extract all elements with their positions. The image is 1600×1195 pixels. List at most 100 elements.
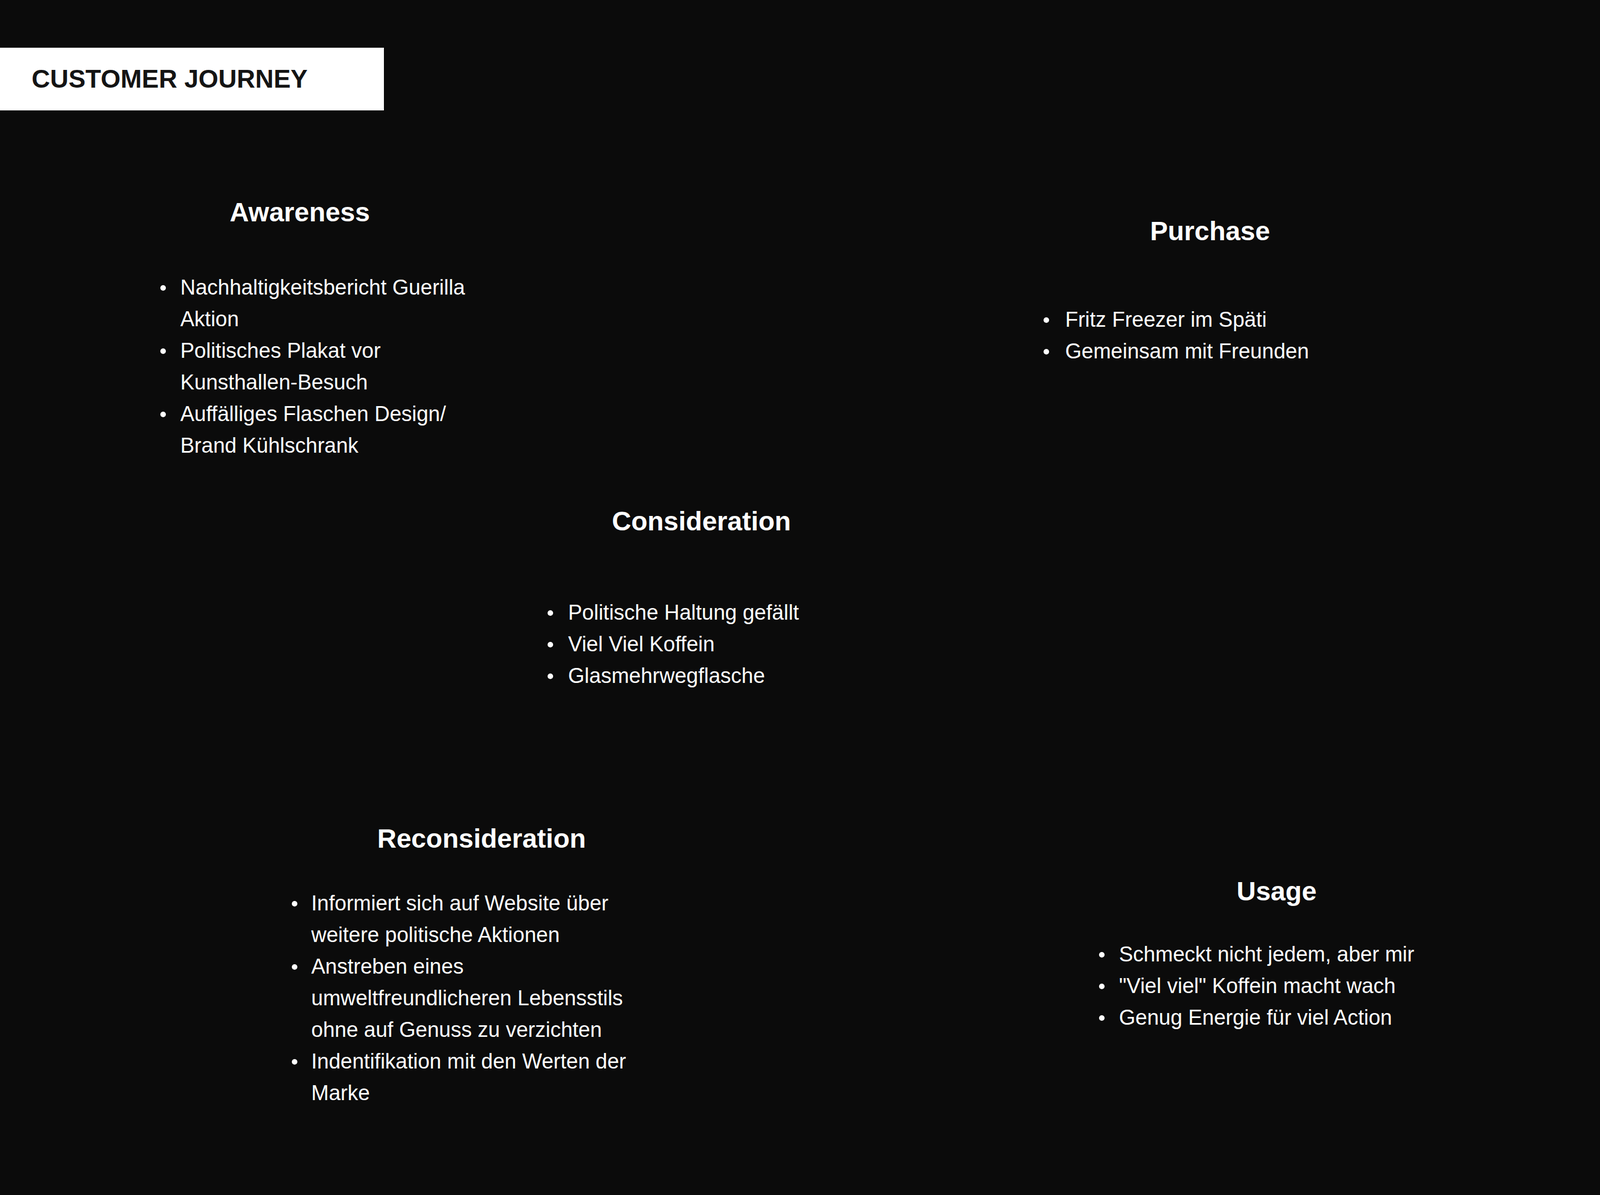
- dollar-sign: [1384, 226, 1408, 267]
- photo-shape: [1100, 227, 1106, 254]
- photo-shape: [1046, 181, 1052, 209]
- photo-shape: [63, 697, 148, 795]
- stage-box: AwarenessNachhaltigkeitsbericht Guerilla…: [137, 244, 485, 482]
- photo-shape: [1038, 172, 1041, 182]
- peace-lines: [96, 721, 139, 783]
- photo-shape: [1038, 127, 1041, 136]
- bullet-dot: [1099, 983, 1105, 990]
- photo-shape: [1084, 127, 1087, 136]
- photo-shape: [101, 784, 133, 816]
- bullet-text: Schmeckt nicht jedem, aber mir: [1119, 938, 1452, 971]
- photo-shape: [1013, 52, 1107, 79]
- bullet-item: Politische Haltung gefällt: [547, 596, 846, 629]
- photo-shape: [634, 282, 660, 309]
- photo-shape: [909, 513, 921, 519]
- peace-sign: [150, 780, 204, 833]
- photo-shape: [583, 193, 666, 219]
- photo-shape: [411, 284, 687, 405]
- photo-shape: [1102, 172, 1105, 182]
- photo-shape: [1036, 181, 1042, 209]
- photo-shape: [617, 231, 643, 293]
- photo-shape: [84, 812, 138, 909]
- photo-shape: [1036, 136, 1042, 163]
- photo-shape: [1082, 227, 1088, 254]
- bullet-item: Indentifikation mit den Werten der Marke: [291, 1045, 645, 1110]
- play-ring: [1442, 1036, 1526, 1120]
- photo-shape: [1055, 227, 1061, 254]
- photo-shape: [1055, 136, 1061, 163]
- bullet-dot: [291, 900, 298, 907]
- photo-shape: [1028, 136, 1034, 163]
- photo-shape: [1100, 136, 1106, 163]
- photo-shape: [868, 45, 1128, 306]
- photo-content: [63, 697, 305, 945]
- photo-shape: [1013, 252, 1107, 256]
- dotted-connector: [1277, 336, 1492, 859]
- peace-ring: [87, 721, 148, 783]
- question-dot: [525, 538, 532, 545]
- photo-shape: [466, 245, 632, 292]
- photo-circle: [63, 697, 305, 945]
- photo-shape: [1092, 82, 1096, 91]
- photo-shape: [1055, 90, 1061, 118]
- photo-shape: [893, 476, 955, 556]
- bullet-text: Nachhaltigkeitsbericht Guerilla Aktion: [180, 271, 469, 336]
- stage-icon: [619, 1030, 738, 1149]
- photo-shape: [1018, 136, 1024, 163]
- photo-dashed-border: [411, 129, 687, 405]
- photo-shape: [1047, 172, 1050, 182]
- photo-shape: [1091, 90, 1097, 118]
- photo-shape: [1082, 181, 1088, 209]
- icon-arrowhead: [1350, 250, 1375, 273]
- photo-shape: [1018, 90, 1024, 118]
- bullet-item: Genug Energie für viel Action: [1099, 1001, 1452, 1034]
- photo-shape: [525, 318, 545, 338]
- icon-disc: [480, 480, 577, 577]
- stage-box: UsageSchmeckt nicht jedem, aber mir"Viel…: [1066, 923, 1487, 1063]
- bullet-text: Informiert sich auf Website über weitere…: [311, 887, 645, 951]
- photo-shape: [1013, 84, 1107, 299]
- stage-heading: Purchase: [1150, 215, 1270, 247]
- photo-shape: [1028, 227, 1034, 254]
- photo-shape: [568, 245, 571, 292]
- photo-shape: [479, 315, 494, 330]
- stage-heading: Usage: [1236, 876, 1317, 907]
- stage-icon: [480, 480, 577, 577]
- peace-ring: [177, 872, 226, 921]
- photo-shape: [1004, 530, 1024, 601]
- play-triangle: [1473, 1059, 1506, 1098]
- photo-dashed-border: [63, 697, 305, 939]
- photo-shape: [1084, 172, 1087, 182]
- bullet-item: Glasmehrwegflasche: [547, 660, 846, 692]
- photo-shape: [1029, 82, 1032, 91]
- peace-lines: [184, 872, 219, 921]
- photo-shape: [1064, 181, 1070, 209]
- photo-circle: [868, 45, 1128, 306]
- photo-shape: [932, 513, 945, 519]
- photo-shape: [1033, 412, 1057, 648]
- bullet-item: Auffälliges Flaschen Design/ Brand Kühls…: [160, 398, 469, 462]
- peace-lines: [233, 710, 267, 759]
- photo-shape: [1092, 127, 1096, 136]
- photo-shape: [1102, 218, 1105, 227]
- photo-shape: [1047, 218, 1050, 227]
- photo-shape: [1082, 136, 1088, 163]
- photo-shape: [1028, 181, 1034, 209]
- photo-shape: [1073, 181, 1079, 209]
- photo-shape: [548, 154, 646, 183]
- bullet-item: Fritz Freezer im Späti: [1043, 304, 1376, 336]
- photo-shape: [1100, 90, 1106, 118]
- refresh-arc: [649, 1064, 709, 1120]
- photo-shape: [1056, 127, 1060, 136]
- stage-heading: Awareness: [229, 196, 371, 228]
- stage-box: ReconsiderationInformiert sich auf Websi…: [252, 869, 674, 1138]
- peace-sign: [87, 721, 148, 783]
- photo-shape: [526, 220, 571, 238]
- bullet-text: Gemeinsam mit Freunden: [1065, 335, 1376, 368]
- photo-shape: [547, 275, 559, 287]
- photo-circle: [411, 129, 687, 405]
- photo-shape: [225, 860, 287, 945]
- bullet-dot: [547, 641, 554, 648]
- photo-shape: [1082, 90, 1088, 118]
